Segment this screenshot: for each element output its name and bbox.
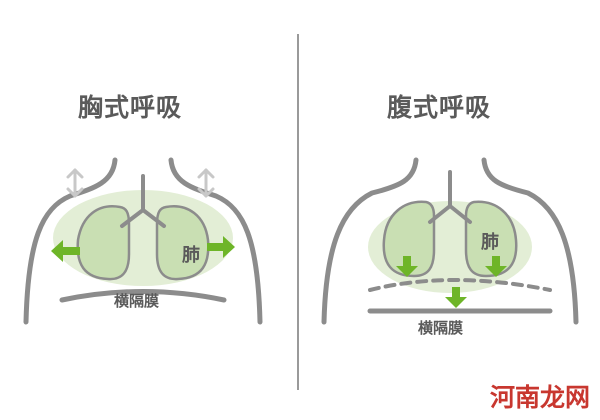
diaphragm-relaxed-dashed-line — [368, 278, 552, 292]
arrow-down-diaphragm-icon — [445, 287, 467, 308]
lung-label: 肺 — [481, 232, 499, 253]
left-lung — [382, 200, 436, 278]
diaphragm-line — [59, 289, 227, 303]
abdominal-breathing-diagram: 肺 横隔膜 — [321, 157, 579, 337]
trachea — [428, 170, 472, 224]
lung-label: 肺 — [182, 245, 200, 266]
torso-outline — [23, 157, 263, 325]
arrow-down-right-lung-icon — [485, 256, 507, 277]
arrow-right-outward-icon — [207, 236, 235, 258]
abdominal-breathing-title: 腹式呼吸 — [387, 93, 492, 122]
arrow-down-left-lung-icon — [396, 256, 418, 277]
arrow-left-outward-icon — [51, 240, 80, 262]
trachea — [120, 174, 166, 228]
up-down-arrow-right-icon — [197, 168, 215, 198]
chest-breathing-diagram: 肺 横隔膜 — [23, 157, 263, 325]
right-lung — [464, 200, 518, 278]
diaphragm-label: 横隔膜 — [418, 319, 463, 337]
lungs — [53, 190, 233, 286]
chest-breathing-title: 胸式呼吸 — [78, 93, 183, 122]
watermark: 河南龙网 — [489, 383, 590, 412]
up-down-arrow-left-icon — [66, 168, 84, 198]
diaphragm-label: 横隔膜 — [114, 292, 159, 310]
right-lung — [155, 205, 210, 281]
left-lung — [76, 205, 131, 281]
panel-divider — [297, 34, 299, 390]
torso-outline — [321, 157, 579, 325]
